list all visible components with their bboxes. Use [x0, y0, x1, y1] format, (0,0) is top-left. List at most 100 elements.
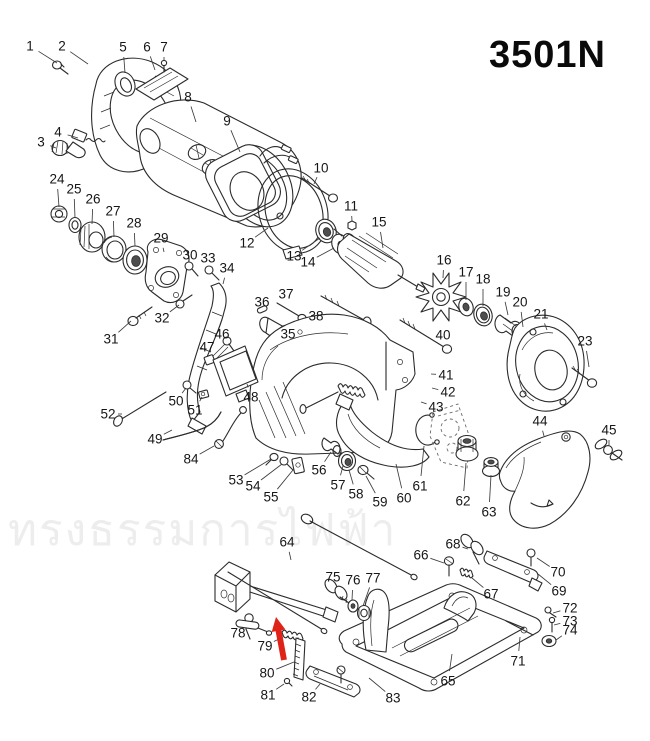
part-number-71: 71 [510, 654, 525, 669]
leader-64 [288, 551, 292, 561]
leader-14 [316, 247, 335, 258]
part-number-38: 38 [308, 309, 323, 324]
leader-81 [275, 683, 285, 690]
leader-44 [542, 430, 545, 437]
part-number-13: 13 [286, 249, 301, 264]
part-number-16: 16 [436, 253, 451, 268]
leader-32 [169, 304, 180, 313]
leader-67 [471, 577, 484, 588]
part-number-35: 35 [280, 327, 295, 342]
leader-71 [518, 636, 521, 652]
part-number-11: 11 [344, 199, 358, 214]
part-number-65: 65 [440, 674, 455, 689]
part-number-44: 44 [532, 414, 548, 429]
part-spring-79 [281, 629, 304, 642]
part-number-34: 34 [219, 261, 235, 276]
leader-23 [586, 350, 590, 368]
leader-12 [254, 227, 269, 238]
part-number-78: 78 [230, 626, 245, 641]
part-number-28: 28 [126, 216, 141, 231]
part-screw-53 [265, 452, 279, 466]
part-saw-body [249, 313, 416, 455]
part-number-74: 74 [562, 623, 578, 638]
part-number-55: 55 [263, 490, 278, 505]
part-number-75: 75 [325, 570, 340, 585]
leader-76 [351, 589, 353, 601]
part-number-42: 42 [440, 385, 455, 400]
part-number-59: 59 [372, 495, 387, 510]
part-number-18: 18 [475, 272, 490, 287]
part-washer-57-bushing-58 [337, 450, 357, 472]
part-screw-50 [182, 380, 197, 394]
part-number-62: 62 [455, 494, 470, 509]
leader-15 [380, 231, 384, 249]
part-bearing-box-26 [78, 221, 106, 253]
leader-28 [133, 232, 136, 247]
part-number-8: 8 [184, 90, 192, 105]
leader-77 [362, 587, 371, 607]
part-number-70: 70 [550, 565, 565, 580]
part-number-69: 69 [551, 584, 566, 599]
part-screw-84 [214, 406, 247, 449]
part-number-73: 73 [562, 614, 577, 629]
part-screw-73 [548, 616, 556, 633]
part-number-1: 1 [26, 39, 34, 54]
leader-26 [91, 208, 94, 225]
part-spring-67 [459, 567, 474, 579]
part-number-32: 32 [154, 311, 169, 326]
leader-58 [348, 469, 354, 485]
part-number-50: 50 [168, 394, 183, 409]
leader-1 [38, 50, 58, 64]
leader-68 [462, 546, 469, 550]
leader-25 [73, 198, 76, 219]
leader-4 [67, 134, 79, 139]
part-ring-5 [114, 71, 136, 97]
part-number-5: 5 [119, 40, 127, 55]
part-number-66: 66 [413, 548, 428, 563]
part-number-40: 40 [435, 328, 450, 343]
part-number-4: 4 [54, 125, 62, 140]
part-plate-55 [291, 456, 305, 475]
leader-5 [123, 56, 126, 74]
part-number-81: 81 [260, 688, 275, 703]
part-number-56: 56 [311, 463, 326, 478]
part-number-83: 83 [385, 691, 400, 706]
part-number-47: 47 [199, 340, 214, 355]
part-number-61: 61 [412, 479, 427, 494]
leader-9 [230, 130, 241, 153]
red-arrow-annotation [271, 617, 287, 661]
part-clip-nut-51 [198, 389, 210, 400]
leader-29 [162, 247, 165, 253]
part-bearing-28 [122, 245, 148, 275]
part-thumb-screw-78 [235, 613, 273, 640]
part-carbon-brush-4 [71, 128, 106, 143]
part-bearing-18 [473, 303, 493, 327]
part-switch-plate-48 [212, 345, 259, 403]
part-number-31: 31 [103, 332, 118, 347]
part-number-15: 15 [371, 215, 386, 230]
part-number-29: 29 [153, 231, 168, 246]
leader-80 [276, 661, 295, 670]
part-fan-16 [415, 272, 467, 322]
leader-51 [199, 396, 203, 402]
part-number-72: 72 [562, 601, 577, 616]
leader-48 [246, 383, 249, 388]
leader-20 [520, 311, 524, 328]
part-bolt-10 [301, 175, 339, 203]
leader-3 [50, 145, 57, 149]
leader-59 [365, 475, 376, 494]
leader-2 [69, 51, 89, 65]
leader-19 [504, 301, 509, 316]
part-screw-30 [184, 261, 199, 277]
leader-84 [199, 445, 215, 455]
part-connector-47 [203, 343, 229, 366]
part-snap-ring-61 [415, 412, 440, 446]
part-number-9: 9 [223, 114, 231, 129]
part-number-67: 67 [483, 587, 498, 602]
part-number-37: 37 [278, 287, 293, 302]
leader-74 [555, 635, 563, 641]
part-number-6: 6 [143, 40, 151, 55]
part-number-21: 21 [533, 307, 548, 322]
